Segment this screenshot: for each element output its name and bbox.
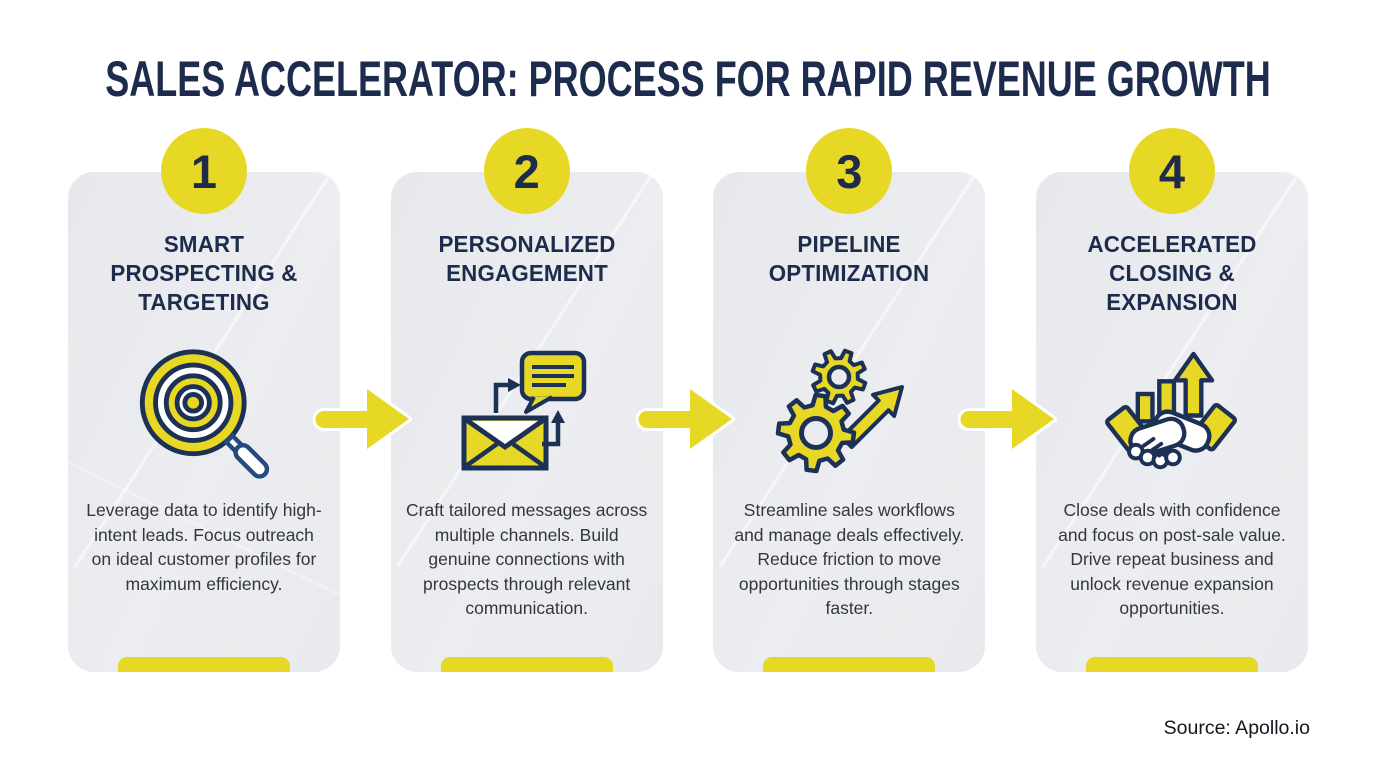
step-number: 4 xyxy=(1158,144,1186,198)
gears-growth-arrow-icon xyxy=(774,340,924,490)
step-title: PIPELINE OPTIMIZATION xyxy=(769,231,930,286)
flow-arrow-icon xyxy=(313,386,412,452)
process-steps-row: 1 SMART PROSPECTING & TARGETING xyxy=(68,128,1308,672)
step-card-3: 3 PIPELINE OPTIMIZATION Streamline sales… xyxy=(713,128,986,672)
step-card-1: 1 SMART PROSPECTING & TARGETING xyxy=(68,128,340,672)
step-card-2: 2 PERSONALIZED ENGAGEMENT xyxy=(390,128,663,672)
card-accent-bar xyxy=(1085,657,1258,672)
step-number: 3 xyxy=(836,144,863,198)
step-description: Close deals with confidence and focus on… xyxy=(1058,500,1286,618)
step-number-badge: 1 xyxy=(161,128,247,214)
step-description: Craft tailored messages across multiple … xyxy=(406,500,648,618)
step-number: 2 xyxy=(513,144,540,198)
step-number: 1 xyxy=(190,144,218,198)
card-background xyxy=(713,172,986,672)
source-credit: Source: Apollo.io xyxy=(1163,717,1310,739)
step-description: Streamline sales workflows and manage de… xyxy=(734,500,965,618)
card-content: PIPELINE OPTIMIZATION Streamline sales w… xyxy=(713,172,985,672)
step-number-badge: 2 xyxy=(483,128,570,214)
card-accent-bar xyxy=(440,657,613,672)
card-content: PERSONALIZED ENGAGEMENT xyxy=(391,172,663,672)
envelope-message-icon xyxy=(452,340,602,490)
target-magnifier-icon xyxy=(130,340,278,490)
page-title: SALES ACCELERATOR: PROCESS FOR RAPID REV… xyxy=(105,51,1271,107)
handshake-growth-icon xyxy=(1089,340,1255,490)
card-content: SMART PROSPECTING & TARGETING xyxy=(68,172,340,672)
step-title: ACCELERATED CLOSING & EXPANSION xyxy=(1087,231,1257,315)
step-title: PERSONALIZED ENGAGEMENT xyxy=(438,231,616,286)
step-number-badge: 4 xyxy=(1128,128,1215,214)
flow-arrow-icon xyxy=(636,386,735,452)
card-accent-bar xyxy=(763,657,936,672)
card-accent-bar xyxy=(118,657,290,672)
step-description: Leverage data to identify high-intent le… xyxy=(86,500,322,594)
step-number-badge: 3 xyxy=(806,128,893,214)
step-title: SMART PROSPECTING & TARGETING xyxy=(110,231,298,315)
step-card-4: 4 ACCELERATED CLOSING & EXPANSION xyxy=(1035,128,1308,672)
card-content: ACCELERATED CLOSING & EXPANSION xyxy=(1036,172,1308,672)
flow-arrow-icon xyxy=(958,386,1057,452)
